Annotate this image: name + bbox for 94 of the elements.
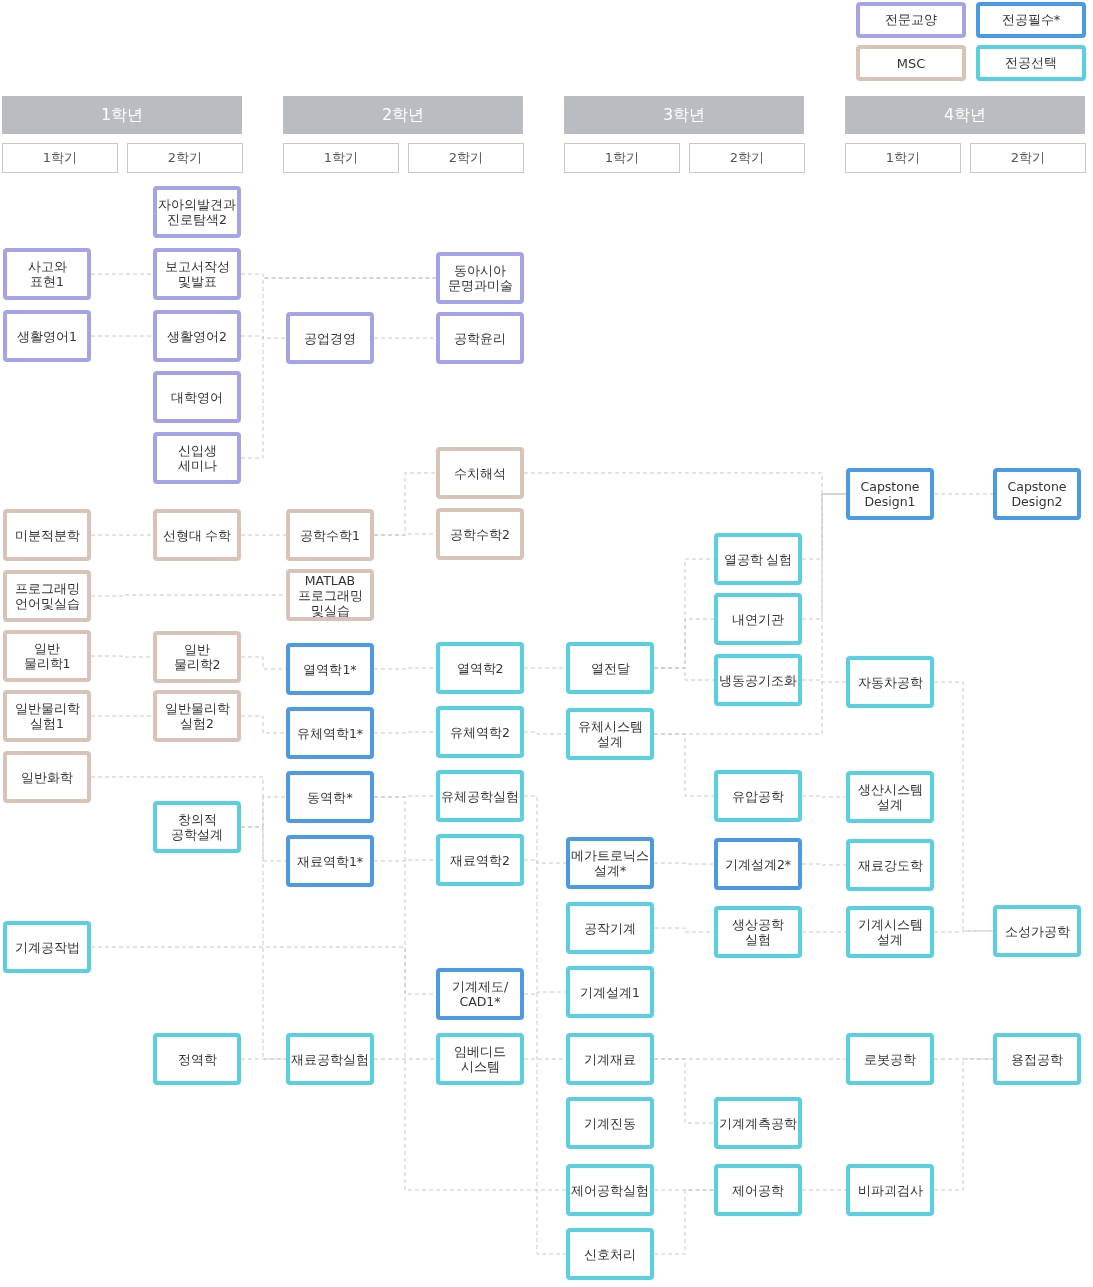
- legend-label: 전공필수*: [1001, 11, 1061, 29]
- course-box: 미분적분학: [3, 509, 91, 561]
- connector-line: [373, 796, 567, 1191]
- course-box: 일반물리학 실험1: [3, 690, 91, 742]
- semester-box: 2학기: [689, 143, 805, 173]
- course-box: 생상공학 실험: [714, 906, 802, 958]
- course-box: 공업경영: [286, 312, 374, 364]
- connector-line: [653, 1058, 715, 1124]
- course-box: 유체역학2: [436, 706, 524, 758]
- course-box: 유압공학: [714, 770, 802, 822]
- year-header: 3학년: [564, 96, 804, 134]
- course-box: 공학수학2: [436, 508, 524, 560]
- course-box: 내연기관: [714, 593, 802, 645]
- connector-line: [653, 927, 715, 933]
- connector-line: [653, 493, 847, 735]
- course-box: 일반물리학 실험2: [153, 690, 241, 742]
- semester-box: 1학기: [283, 143, 399, 173]
- course-box: 일반화학: [3, 751, 91, 803]
- course-box: 공학윤리: [436, 312, 524, 364]
- course-box: 열전달: [566, 642, 654, 694]
- course-box: 신입생 세미나: [153, 432, 241, 484]
- connector-line: [240, 826, 287, 862]
- course-box: MATLAB 프로그래밍 및실습: [286, 569, 374, 621]
- year-header: 4학년: [845, 96, 1085, 134]
- course-box: 정역학: [153, 1033, 241, 1085]
- course-box: 창의적 공학설계: [153, 801, 241, 853]
- course-box: 메가트로닉스 설계*: [566, 837, 654, 889]
- course-box: 유체공학실험: [436, 770, 524, 822]
- course-box: 일반 물리학1: [3, 630, 91, 682]
- course-box: 용접공학: [993, 1033, 1081, 1085]
- course-box: 보고서작성 및발표: [153, 248, 241, 300]
- course-box: 기계제도/ CAD1*: [436, 968, 524, 1020]
- semester-box: 1학기: [845, 143, 961, 173]
- course-box: 선형대 수학: [153, 509, 241, 561]
- connector-line: [933, 1058, 994, 1191]
- course-box: 소성가공학: [993, 905, 1081, 957]
- connector-line: [523, 795, 567, 1255]
- course-box: 신호처리: [566, 1228, 654, 1280]
- semester-box: 1학기: [2, 143, 118, 173]
- connector-line: [240, 656, 287, 670]
- legend-label: 전공선택: [1005, 54, 1057, 72]
- course-box: 생활영어1: [3, 310, 91, 362]
- course-box: 기계시스템 설계: [846, 906, 934, 958]
- course-box: 제어공학: [714, 1164, 802, 1216]
- course-box: 재료역학2: [436, 834, 524, 886]
- course-box: 기계계측공학: [714, 1097, 802, 1149]
- course-box: 기계설계1: [566, 966, 654, 1018]
- course-box: 유체역학1*: [286, 707, 374, 759]
- course-box: 열역학1*: [286, 643, 374, 695]
- course-box: 재료공학실험: [286, 1033, 374, 1085]
- legend-label: MSC: [896, 55, 926, 71]
- connector-line: [240, 277, 437, 459]
- semester-box: 2학기: [408, 143, 524, 173]
- course-box: 기계재료: [566, 1033, 654, 1085]
- course-box: 제어공학실험: [566, 1164, 654, 1216]
- course-box: 재료역학1*: [286, 835, 374, 887]
- connector-line: [653, 1189, 715, 1255]
- course-box: Capstone Design2: [993, 468, 1081, 520]
- course-box: 동역학*: [286, 771, 374, 823]
- connector-line: [801, 493, 847, 620]
- course-box: 기계설계2*: [714, 838, 802, 890]
- semester-box: 2학기: [127, 143, 243, 173]
- course-box: 유체시스템 설계: [566, 708, 654, 760]
- semester-box: 1학기: [564, 143, 680, 173]
- course-box: 생활영어2: [153, 310, 241, 362]
- connector-line: [653, 667, 715, 681]
- course-box: 로봇공학: [846, 1033, 934, 1085]
- course-box: 자아의발견과 진로탐색2: [153, 186, 241, 238]
- course-box: 자동차공학: [846, 656, 934, 708]
- course-box: 수치해석: [436, 447, 524, 499]
- course-box: 대학영어: [153, 371, 241, 423]
- course-box: 생산시스템 설계: [846, 771, 934, 823]
- course-box: 임베디드 시스템: [436, 1033, 524, 1085]
- course-box: 열공학 실험: [714, 533, 802, 585]
- course-box: 기계진동: [566, 1097, 654, 1149]
- connector-line: [240, 715, 287, 734]
- course-box: 냉동공기조화: [714, 654, 802, 706]
- course-box: 일반 물리학2: [153, 631, 241, 683]
- course-box: 프로그래밍 언어및실습: [3, 570, 91, 622]
- course-box: Capstone Design1: [846, 468, 934, 520]
- connector-line: [523, 859, 567, 864]
- course-box: 동아시아 문명과미술: [436, 252, 524, 304]
- course-box: 비파괴검사: [846, 1164, 934, 1216]
- course-box: 공학수학1: [286, 509, 374, 561]
- course-box: 열역학2: [436, 642, 524, 694]
- year-header: 2학년: [283, 96, 523, 134]
- connector-line: [373, 472, 437, 536]
- course-box: 사고와 표현1: [3, 248, 91, 300]
- course-box: 공작기계: [566, 902, 654, 954]
- course-box: 재료강도학: [846, 839, 934, 891]
- year-header: 1학년: [2, 96, 242, 134]
- semester-box: 2학기: [970, 143, 1086, 173]
- course-box: 기계공작법: [3, 921, 91, 973]
- legend-label: 전문교양: [885, 11, 937, 29]
